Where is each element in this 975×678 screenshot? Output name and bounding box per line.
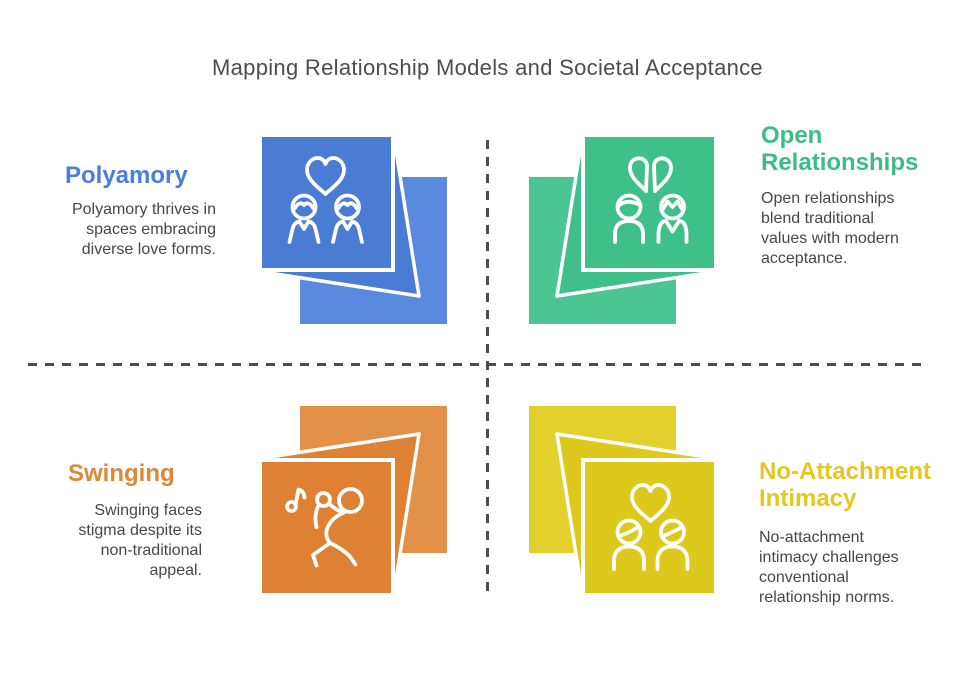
quadrant-description-polyamory: Polyamory thrives in spaces embracing di… bbox=[46, 200, 216, 260]
split-heart-couple-icon bbox=[613, 156, 689, 244]
cube-front-face bbox=[258, 133, 395, 272]
description-line: Swinging faces bbox=[94, 502, 202, 519]
description-line: diverse love forms. bbox=[81, 241, 216, 258]
heading-line: Intimacy bbox=[759, 485, 857, 512]
cube-polyamory bbox=[258, 133, 447, 324]
description-line: relationship norms. bbox=[759, 589, 895, 606]
heading-line: Polyamory bbox=[65, 162, 188, 189]
cube-front-face bbox=[581, 133, 718, 272]
description-line: No-attachment bbox=[759, 529, 864, 546]
cube-shell bbox=[529, 133, 718, 324]
description-line: spaces embracing bbox=[86, 221, 216, 238]
heading-line: Swinging bbox=[68, 460, 175, 487]
quadrant-description-swinging: Swinging faces stigma despite its non-tr… bbox=[42, 501, 202, 581]
cube-shell bbox=[258, 133, 447, 324]
quadrant-heading-polyamory: Polyamory bbox=[65, 162, 188, 189]
dancing-person-music-note-icon bbox=[285, 487, 364, 568]
description-line: Polyamory thrives in bbox=[71, 201, 216, 218]
heading-line: Open bbox=[761, 122, 823, 149]
dancer-hand bbox=[315, 491, 332, 508]
description-line: Open relationships bbox=[761, 190, 895, 207]
dancer-head bbox=[337, 487, 364, 514]
quadrant-heading-open-relationships: Open Relationships bbox=[761, 122, 918, 176]
cube-shell bbox=[529, 406, 718, 597]
description-line: intimacy challenges bbox=[759, 549, 899, 566]
quadrant-heading-no-attachment-intimacy: No-Attachment Intimacy bbox=[759, 458, 931, 512]
heading-line: No-Attachment bbox=[759, 458, 931, 485]
quadrant-heading-swinging: Swinging bbox=[68, 460, 175, 487]
heart-couple-icon bbox=[287, 156, 364, 244]
description-line: blend traditional bbox=[761, 210, 874, 227]
quadrant-description-no-attachment-intimacy: No-attachment intimacy challenges conven… bbox=[759, 528, 929, 608]
cube-open-relationships bbox=[529, 133, 718, 324]
cube-swinging bbox=[258, 406, 447, 597]
description-line: stigma despite its bbox=[78, 522, 202, 539]
vertical-axis-dashed-line bbox=[486, 140, 489, 592]
horizontal-axis-dashed-line bbox=[28, 363, 925, 366]
description-line: values with modern bbox=[761, 230, 899, 247]
cube-no-attachment-intimacy bbox=[529, 406, 718, 597]
quadrant-description-open-relationships: Open relationships blend traditional val… bbox=[761, 189, 926, 269]
heading-line: Relationships bbox=[761, 149, 919, 176]
cube-front-face bbox=[581, 458, 718, 597]
cube-shell bbox=[258, 406, 447, 597]
heart-couple-icon bbox=[612, 483, 690, 571]
description-line: acceptance. bbox=[761, 250, 848, 267]
description-line: appeal. bbox=[149, 562, 203, 579]
description-line: conventional bbox=[759, 569, 849, 586]
page-title: Mapping Relationship Models and Societal… bbox=[212, 55, 763, 80]
description-line: non-traditional bbox=[100, 542, 202, 559]
